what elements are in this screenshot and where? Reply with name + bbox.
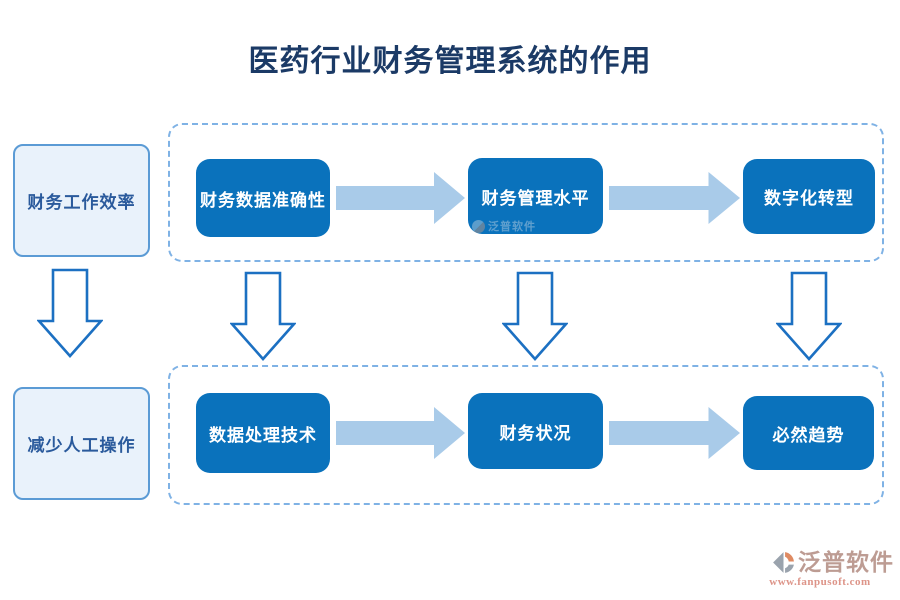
brand-logo: 泛普软件 www.fanpusoft.com — [746, 550, 894, 588]
step-box-inevitable-trend: 必然趋势 — [743, 396, 874, 470]
step-box-label: 财务管理水平 — [481, 188, 590, 208]
embedded-watermark: 泛普软件 — [472, 218, 536, 234]
step-box-label: 财务状况 — [499, 423, 572, 443]
step-box-digital-transformation: 数字化转型 — [743, 159, 875, 234]
step-box-label: 数字化转型 — [764, 189, 854, 208]
right-arrow-icon — [336, 407, 465, 459]
brand-name: 泛普软件 — [798, 550, 894, 575]
side-box-reduce-manual: 减少人工操作 — [13, 387, 150, 500]
fanpu-logo-icon — [773, 552, 794, 573]
top-group-container — [168, 123, 884, 262]
right-arrow-icon — [336, 172, 465, 224]
step-box-financial-status: 财务状况 — [468, 393, 603, 469]
step-box-label: 数据处理技术 — [209, 425, 317, 445]
down-arrow-icon — [776, 271, 842, 361]
down-arrow-icon — [37, 268, 103, 358]
right-arrow-icon — [609, 172, 740, 224]
watermark-logo-icon — [472, 219, 485, 233]
side-box-label: 减少人工操作 — [27, 436, 136, 455]
step-box-finance-management: 财务管理水平 泛普软件 — [468, 158, 603, 234]
down-arrow-icon — [502, 271, 568, 361]
side-box-label: 财务工作效率 — [27, 193, 136, 212]
down-arrow-icon — [230, 271, 296, 361]
step-box-data-accuracy: 财务数据准确性 — [196, 159, 330, 237]
right-arrow-icon — [609, 407, 740, 459]
brand-url: www.fanpusoft.com — [769, 576, 871, 588]
step-box-data-processing: 数据处理技术 — [196, 393, 330, 473]
step-box-label: 必然趋势 — [772, 425, 845, 445]
watermark-text: 泛普软件 — [488, 221, 536, 233]
page-title: 医药行业财务管理系统的作用 — [248, 45, 652, 78]
side-box-finance-efficiency: 财务工作效率 — [13, 144, 150, 257]
bottom-group-container — [168, 365, 884, 505]
step-box-label: 财务数据准确性 — [200, 190, 326, 210]
